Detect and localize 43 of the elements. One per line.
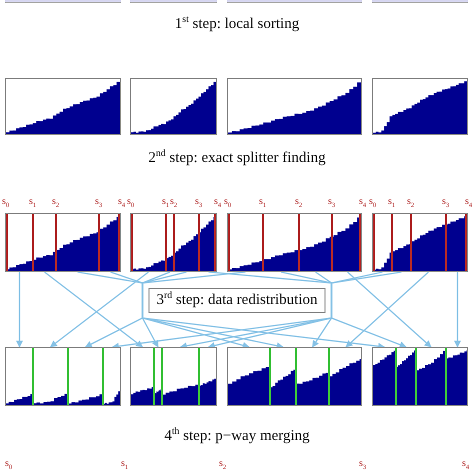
splitter-label: s$_{2}$ [170,196,178,207]
splitter-label: s$_{4}$ [465,196,472,207]
splitter-label: s$_{2}$ [52,196,60,207]
splitter-label: s$_{2}$ [407,196,414,207]
sorted-data-panel [130,347,217,406]
step-label-box: 3$^{rd}$ step: data redistribution [148,288,326,313]
sorted-data-panel [372,347,468,406]
sorted-data-panel [5,347,121,406]
splitter-label: s$_{4}$ [118,196,126,207]
splitter-label: s$_{4}$ [462,458,470,469]
splitter-label: s$_{3}$ [442,196,450,207]
splitter-label: s$_{0}$ [2,196,10,207]
splitter-label: s$_{3}$ [359,458,366,469]
splitter-label: s$_{2}$ [219,458,226,469]
splitter-label: s$_{3}$ [195,196,202,207]
data-bar [227,0,362,3]
arrow [142,271,170,348]
splitter-label: s$_{0}$ [5,458,12,469]
splitter-label: s$_{0}$ [224,196,232,207]
splitter-label: s$_{0}$ [369,196,376,207]
splitter-label: s$_{1}$ [162,196,170,207]
splitter-label: s$_{3}$ [95,196,102,207]
arrow [312,271,332,348]
splitter-label: s$_{0}$ [127,196,134,207]
sorted-data-panel [227,347,362,406]
splitter-label: s$_{1}$ [259,196,266,207]
arrow [142,271,284,350]
step-caption: 4$^{th}$ step: p−way merging [164,428,310,445]
splitter-label: s$_{4}$ [359,196,366,207]
splitter-label: s$_{3}$ [328,196,336,207]
data-bar [5,0,121,3]
splitter-label: s$_{1}$ [121,458,128,469]
splitter-label: s$_{4}$ [214,196,222,207]
arrow [16,272,23,348]
splitter-label: s$_{2}$ [295,196,302,207]
arrow [454,272,461,348]
step-caption: 1$^{st}$ step: local sorting [174,16,300,33]
splitter-label: s$_{1}$ [388,196,396,207]
arrow [180,271,332,350]
step-caption: 2$^{nd}$ step: exact splitter finding [148,150,326,167]
data-bar [130,0,217,3]
splitter-label: s$_{1}$ [29,196,36,207]
data-bar [372,0,468,3]
